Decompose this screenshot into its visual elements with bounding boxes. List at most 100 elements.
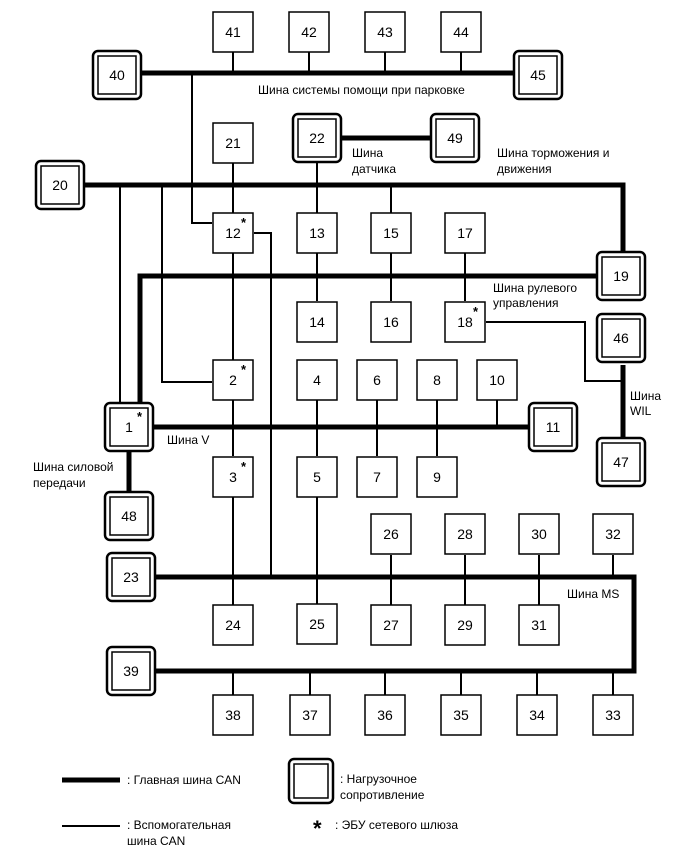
node-number: 4	[313, 372, 321, 388]
node-box	[297, 118, 337, 158]
node-box	[296, 603, 338, 645]
node-number: 36	[377, 707, 393, 723]
ecu-node-45: 45	[512, 49, 564, 101]
node-number: 25	[309, 616, 325, 632]
main-can-lines	[83, 70, 637, 674]
node-box	[288, 11, 330, 53]
ecu-node-20: 20	[34, 159, 86, 211]
node-box	[601, 256, 641, 296]
node-box	[111, 651, 151, 691]
ecu-node-28: 28	[444, 513, 486, 555]
node-number: 40	[109, 67, 125, 83]
node-number: 32	[605, 526, 621, 542]
node-box	[212, 122, 254, 164]
node-box	[518, 513, 560, 555]
ecu-node-35: 35	[440, 694, 482, 736]
brake-bus-label-line1: Шина торможения и	[497, 146, 609, 160]
ecu-node-22: 22	[291, 112, 343, 164]
node-number: 2	[229, 372, 237, 388]
node-box	[364, 11, 406, 53]
node-number: 8	[433, 372, 441, 388]
node-box	[444, 604, 486, 646]
node-number: 12	[225, 225, 241, 241]
node-number: 17	[457, 225, 473, 241]
node-box	[601, 318, 641, 358]
ecu-node-47: 47	[595, 436, 647, 488]
node-box	[212, 212, 254, 254]
ms-bus-label: Шина MS	[567, 587, 619, 601]
gateway-star-icon: *	[241, 215, 247, 230]
legend-sub-bus-label-line1: : Вспомогательная	[127, 818, 231, 832]
ecu-node-9: 9	[416, 456, 458, 498]
node-box	[518, 604, 560, 646]
ecu-node-39: 39	[105, 645, 157, 697]
ecu-node-46: 46	[595, 312, 647, 364]
node-box	[356, 456, 398, 498]
ecu-node-19: 19	[595, 250, 647, 302]
ecu-node-26: 26	[370, 513, 412, 555]
node-box	[592, 513, 634, 555]
node-number: 42	[301, 24, 317, 40]
ecu-node-4: 4	[296, 359, 338, 401]
node-box	[416, 456, 458, 498]
node-number: 30	[531, 526, 547, 542]
node-number: 41	[225, 24, 241, 40]
node-box	[212, 694, 254, 736]
node-number: 16	[383, 314, 399, 330]
node-box	[518, 55, 558, 95]
node-number: 39	[123, 663, 139, 679]
node-box	[592, 694, 634, 736]
node-number: 35	[453, 707, 469, 723]
ecu-node-21: 21	[212, 122, 254, 164]
ecu-node-23: 23	[105, 551, 157, 603]
node-box	[370, 301, 412, 343]
node-box	[296, 212, 338, 254]
node-box	[212, 359, 254, 401]
node-box	[97, 55, 137, 95]
node-number: 23	[123, 569, 139, 585]
ecu-node-37: 37	[289, 694, 331, 736]
gateway-star-icon: *	[473, 304, 479, 319]
steering-bus-label-line1: Шина рулевого	[493, 281, 577, 295]
node-box	[516, 694, 558, 736]
node-number: 6	[373, 372, 381, 388]
ecu-node-31: 31	[518, 604, 560, 646]
node-box	[476, 359, 518, 401]
ecu-node-34: 34	[516, 694, 558, 736]
node-number: 34	[529, 707, 545, 723]
ecu-node-6: 6	[356, 359, 398, 401]
node-box	[212, 456, 254, 498]
node-box	[109, 407, 149, 447]
ecu-node-30: 30	[518, 513, 560, 555]
node-number: 47	[613, 454, 629, 470]
bus-labels: Шина системы помощи при парковке Шина да…	[33, 83, 661, 601]
node-number: 49	[447, 130, 463, 146]
node-number: 29	[457, 617, 473, 633]
node-box	[370, 604, 412, 646]
ecu-node-41: 41	[212, 11, 254, 53]
node-number: 38	[225, 707, 241, 723]
ecu-node-29: 29	[444, 604, 486, 646]
node-box	[296, 301, 338, 343]
node-number: 46	[613, 330, 629, 346]
sensor-bus-label-line1: Шина	[352, 146, 383, 160]
node-number: 14	[309, 314, 325, 330]
node-box	[444, 513, 486, 555]
legend-sub-bus-label-line2: шина CAN	[127, 834, 185, 848]
node-number: 48	[121, 508, 137, 524]
ecu-node-32: 32	[592, 513, 634, 555]
node-number: 26	[383, 526, 399, 542]
node-number: 31	[531, 617, 547, 633]
ecu-node-48: 48	[103, 490, 155, 542]
ecu-node-25: 25	[296, 603, 338, 645]
node-box	[111, 557, 151, 597]
brake-bus-label-line2: движения	[497, 162, 552, 176]
ecu-node-12: 12*	[212, 212, 254, 254]
ecu-node-36: 36	[364, 694, 406, 736]
node-box	[40, 165, 80, 205]
gateway-star-icon: *	[137, 409, 143, 424]
legend-main-bus-label: : Главная шина CAN	[127, 773, 241, 787]
ecu-node-11: 11	[527, 401, 579, 453]
